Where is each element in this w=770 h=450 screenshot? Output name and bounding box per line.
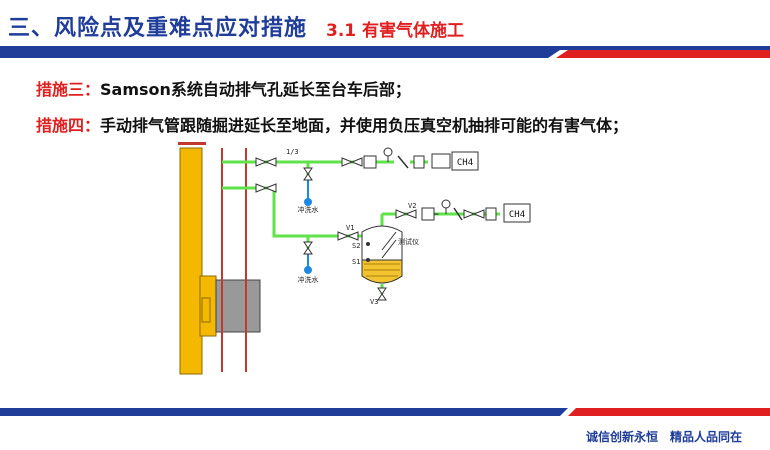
valve-icon [255, 157, 268, 167]
ch4-right-label: CH4 [509, 210, 525, 220]
valves [255, 157, 485, 301]
footer-slogan: 诚信创新永恒 精品人品同在 [585, 430, 742, 444]
header-band [0, 46, 770, 58]
valve-icon [341, 157, 354, 167]
measure-three-label: 措施三： [36, 80, 101, 99]
measure-four-text: 手动排气管跟随掘进延长至地面，并使用负压真空机抽排可能的有害气体； [100, 116, 629, 135]
measure-three-text: Samson系统自动排气孔延长至台车后部； [100, 80, 411, 99]
tbm-structure [178, 142, 261, 375]
valve-v3-label: V3 [370, 298, 378, 306]
top-line-instruments [363, 147, 451, 215]
right-line-instruments [421, 199, 497, 221]
valve-icon [303, 241, 313, 249]
sensor-label: 测试仪 [398, 237, 419, 246]
gauge-icon [383, 147, 393, 157]
flush-water-label-1: 冲洗水 [298, 205, 319, 214]
sensor-s2-label: S2 [352, 242, 360, 250]
valve-icon [255, 183, 268, 193]
valve-v1-label: V1 [346, 224, 354, 232]
valve-icon [395, 209, 408, 219]
ch4-top-label: CH4 [457, 158, 473, 168]
page-title: 三、风险点及重难点应对措施 [8, 16, 308, 41]
footer-band [0, 408, 770, 416]
flush-water-lines [304, 180, 312, 274]
valve-icon [337, 231, 350, 241]
measure-four: 措施四：手动排气管跟随掘进延长至地面，并使用负压真空机抽排可能的有害气体； [36, 112, 628, 136]
flush-water-label-2: 冲洗水 [298, 275, 319, 284]
valve-icon [377, 287, 387, 295]
sensor-s1-label: S1 [352, 258, 360, 266]
exhaust-pipes [222, 160, 500, 294]
separator-tank [361, 225, 403, 284]
valve-icon [303, 167, 313, 175]
gas-exhaust-diagram: CH4 CH4 1/3 冲洗水 冲洗水 V1 V2 V3 S2 S1 测试仪 [178, 142, 531, 375]
valve-top-label: 1/3 [286, 148, 299, 156]
ch4-outlets: CH4 CH4 [451, 151, 531, 223]
valve-v2-label: V2 [408, 202, 416, 210]
valve-icon [463, 209, 476, 219]
section-subtitle: 3.1 有害气体施工 [326, 21, 465, 41]
gauge-icon [441, 199, 451, 209]
measure-three: 措施三：Samson系统自动排气孔延长至台车后部； [36, 76, 411, 100]
measure-four-label: 措施四： [36, 116, 101, 135]
